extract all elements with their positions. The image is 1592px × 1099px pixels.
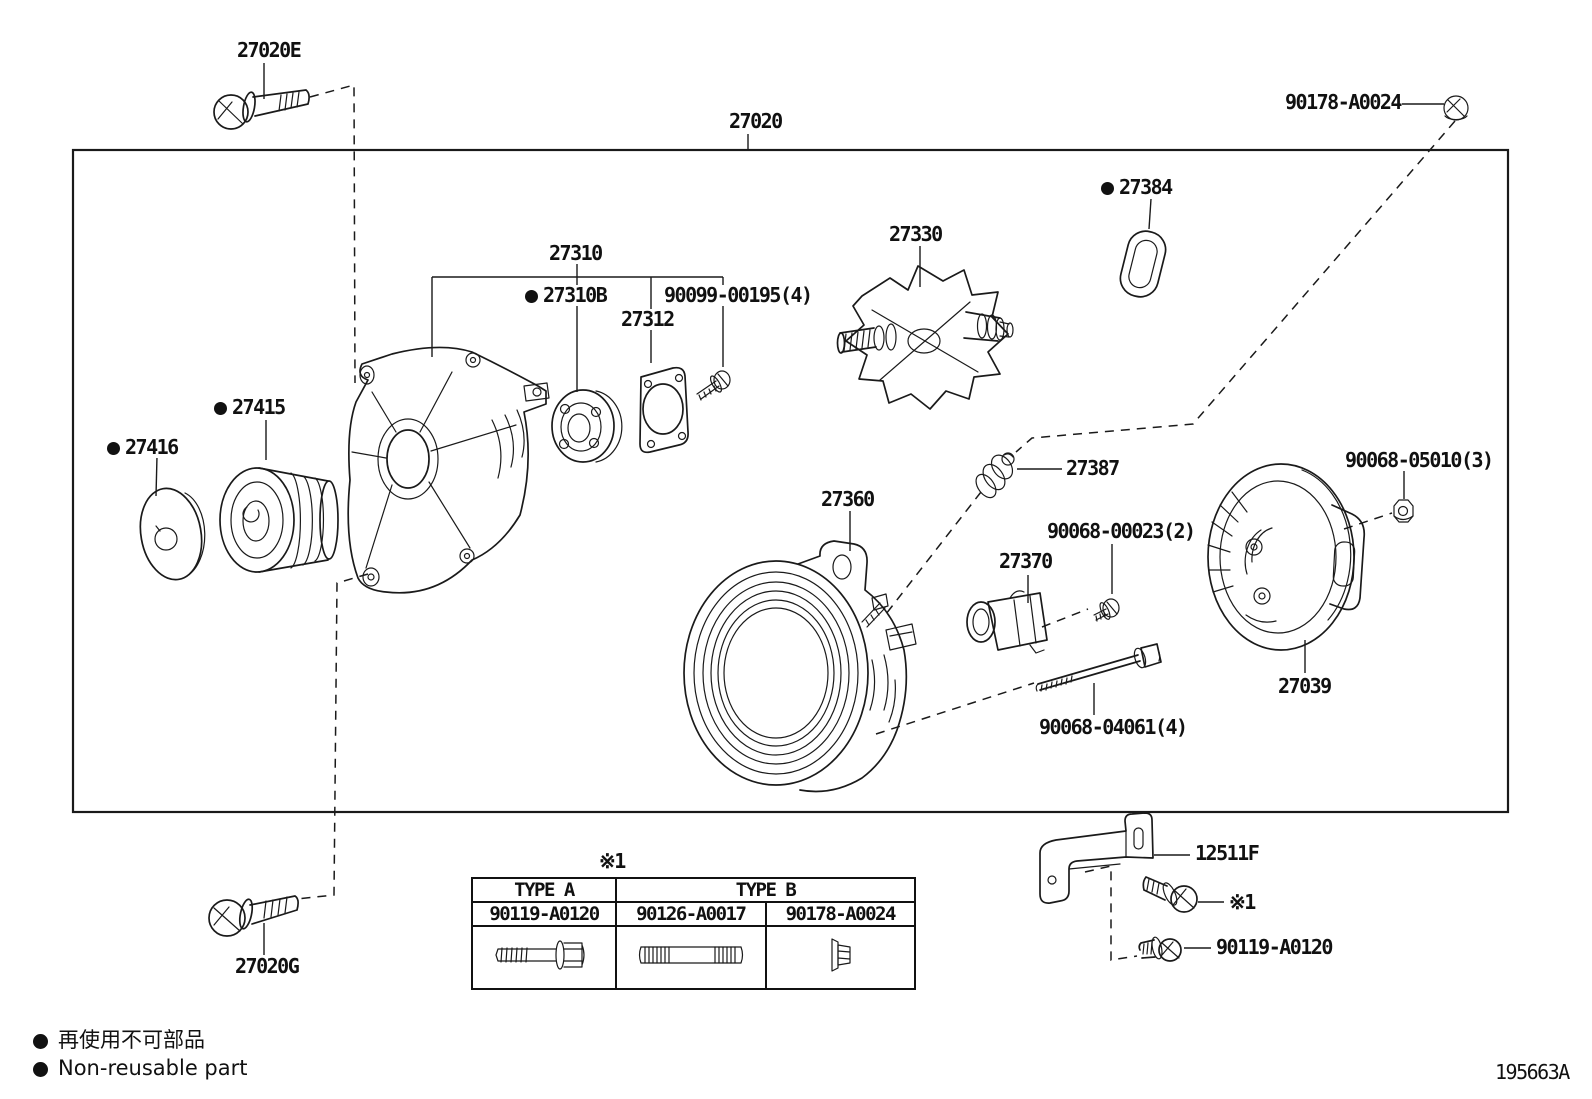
non-reusable-dot <box>1101 182 1114 195</box>
regulator-27370-drawing <box>966 590 1048 654</box>
bolt-27020g-drawing <box>208 895 299 937</box>
part-label-27415: 27415 <box>213 397 286 418</box>
part-label-90068-05010: 90068-05010(3) <box>1344 448 1494 472</box>
figure-code: 195663A <box>1494 1060 1570 1084</box>
assembly-dashed-lines <box>296 84 1456 961</box>
ref-mark-bolt: ※1 <box>1228 890 1256 914</box>
part-label-27360: 27360 <box>820 487 875 511</box>
bolt-90119-drawing <box>1138 936 1182 962</box>
legend-english: Non-reusable part <box>33 1056 247 1080</box>
retainer-27312-drawing <box>639 366 689 454</box>
cap-27416-drawing <box>139 487 206 581</box>
type-b-header: TYPE B <box>615 877 916 903</box>
part-label-27370: 27370 <box>998 549 1053 573</box>
stator-27360-drawing <box>683 540 917 793</box>
bolt-90068-04061-drawing <box>1035 643 1162 692</box>
oring-27384-drawing <box>1119 230 1167 298</box>
bolt-27020e-drawing <box>213 89 310 130</box>
type-b-stud-drawing <box>615 925 767 990</box>
part-label-27416: 27416 <box>106 437 179 458</box>
part-label-27330: 27330 <box>888 222 943 246</box>
part-label-90099-00195: 90099-00195(4) <box>663 283 813 307</box>
fastener-type-table: TYPE A TYPE B 90119-A0120 90126-A0017 90… <box>471 877 916 990</box>
insulator-27387-drawing <box>975 452 1015 499</box>
type-a-part-number: 90119-A0120 <box>471 901 617 927</box>
part-label-27310b: 27310B <box>524 285 608 306</box>
front-bracket-27310-drawing <box>347 346 550 594</box>
part-label-90068-00023: 90068-00023(2) <box>1046 519 1196 543</box>
rotor-27330-drawing <box>836 265 1014 410</box>
type-b-nut-drawing <box>764 925 916 990</box>
screw-90068-00023-drawing <box>1093 598 1120 622</box>
part-label-27020e: 27020E <box>236 38 302 62</box>
part-label-90119-a0120: 90119-A0120 <box>1215 935 1333 959</box>
nut-90068-05010-drawing <box>1393 499 1414 523</box>
ref-mark-table: ※1 <box>598 849 626 873</box>
type-b-part-number-1: 90126-A0017 <box>615 901 767 927</box>
non-reusable-dot <box>33 1062 48 1077</box>
non-reusable-dot <box>525 290 538 303</box>
legend-japanese: 再使用不可部品 <box>33 1024 205 1054</box>
main-frame-box <box>71 148 1510 814</box>
rear-cover-27039-drawing <box>1207 463 1366 651</box>
bracket-12511f-drawing <box>1039 812 1154 904</box>
part-label-27020: 27020 <box>728 109 783 133</box>
screw-90099-drawing <box>696 370 731 401</box>
part-label-27312: 27312 <box>620 307 675 331</box>
non-reusable-dot <box>33 1034 48 1049</box>
part-label-90178-a0024: 90178-A0024 <box>1284 90 1402 114</box>
non-reusable-dot <box>107 442 120 455</box>
non-reusable-dot <box>214 402 227 415</box>
part-label-27020g: 27020G <box>234 954 300 978</box>
part-label-90068-04061: 90068-04061(4) <box>1038 715 1188 739</box>
part-label-27310: 27310 <box>548 241 603 265</box>
type-a-header: TYPE A <box>471 877 617 903</box>
pulley-27415-drawing <box>219 467 339 573</box>
part-label-27387: 27387 <box>1065 456 1120 480</box>
type-a-bolt-drawing <box>471 925 617 990</box>
part-label-27039: 27039 <box>1277 674 1332 698</box>
bolt-ref1-drawing <box>1142 876 1198 913</box>
type-b-part-number-2: 90178-A0024 <box>764 901 916 927</box>
pointer-lines <box>155 63 1444 955</box>
part-label-27384: 27384 <box>1100 177 1173 198</box>
bearing-27310b-drawing <box>551 389 623 463</box>
nut-90178-drawing <box>1443 95 1469 121</box>
part-label-12511f: 12511F <box>1194 841 1260 865</box>
